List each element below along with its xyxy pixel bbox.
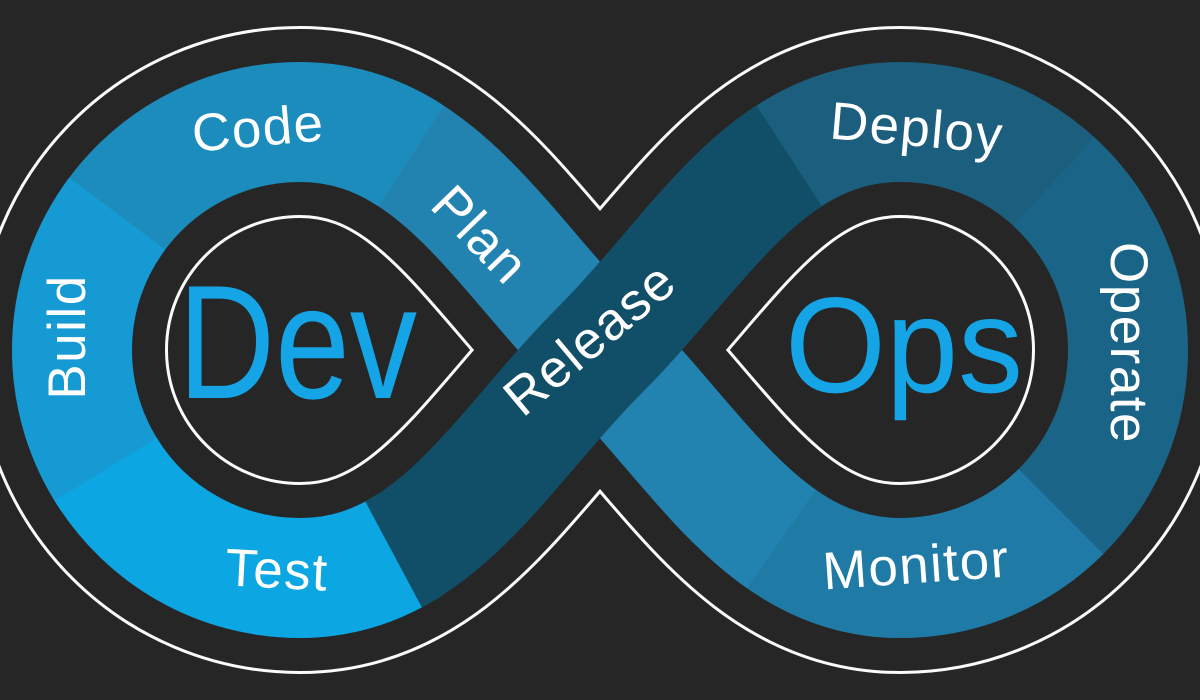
ops-title: Ops [785, 269, 1023, 421]
label-monitor: Monitor [821, 530, 1012, 602]
dev-title: Dev [178, 252, 417, 433]
label-operate: Operate [1099, 242, 1158, 444]
label-code: Code [189, 93, 326, 163]
label-test: Test [224, 538, 330, 602]
label-build: Build [38, 274, 97, 399]
